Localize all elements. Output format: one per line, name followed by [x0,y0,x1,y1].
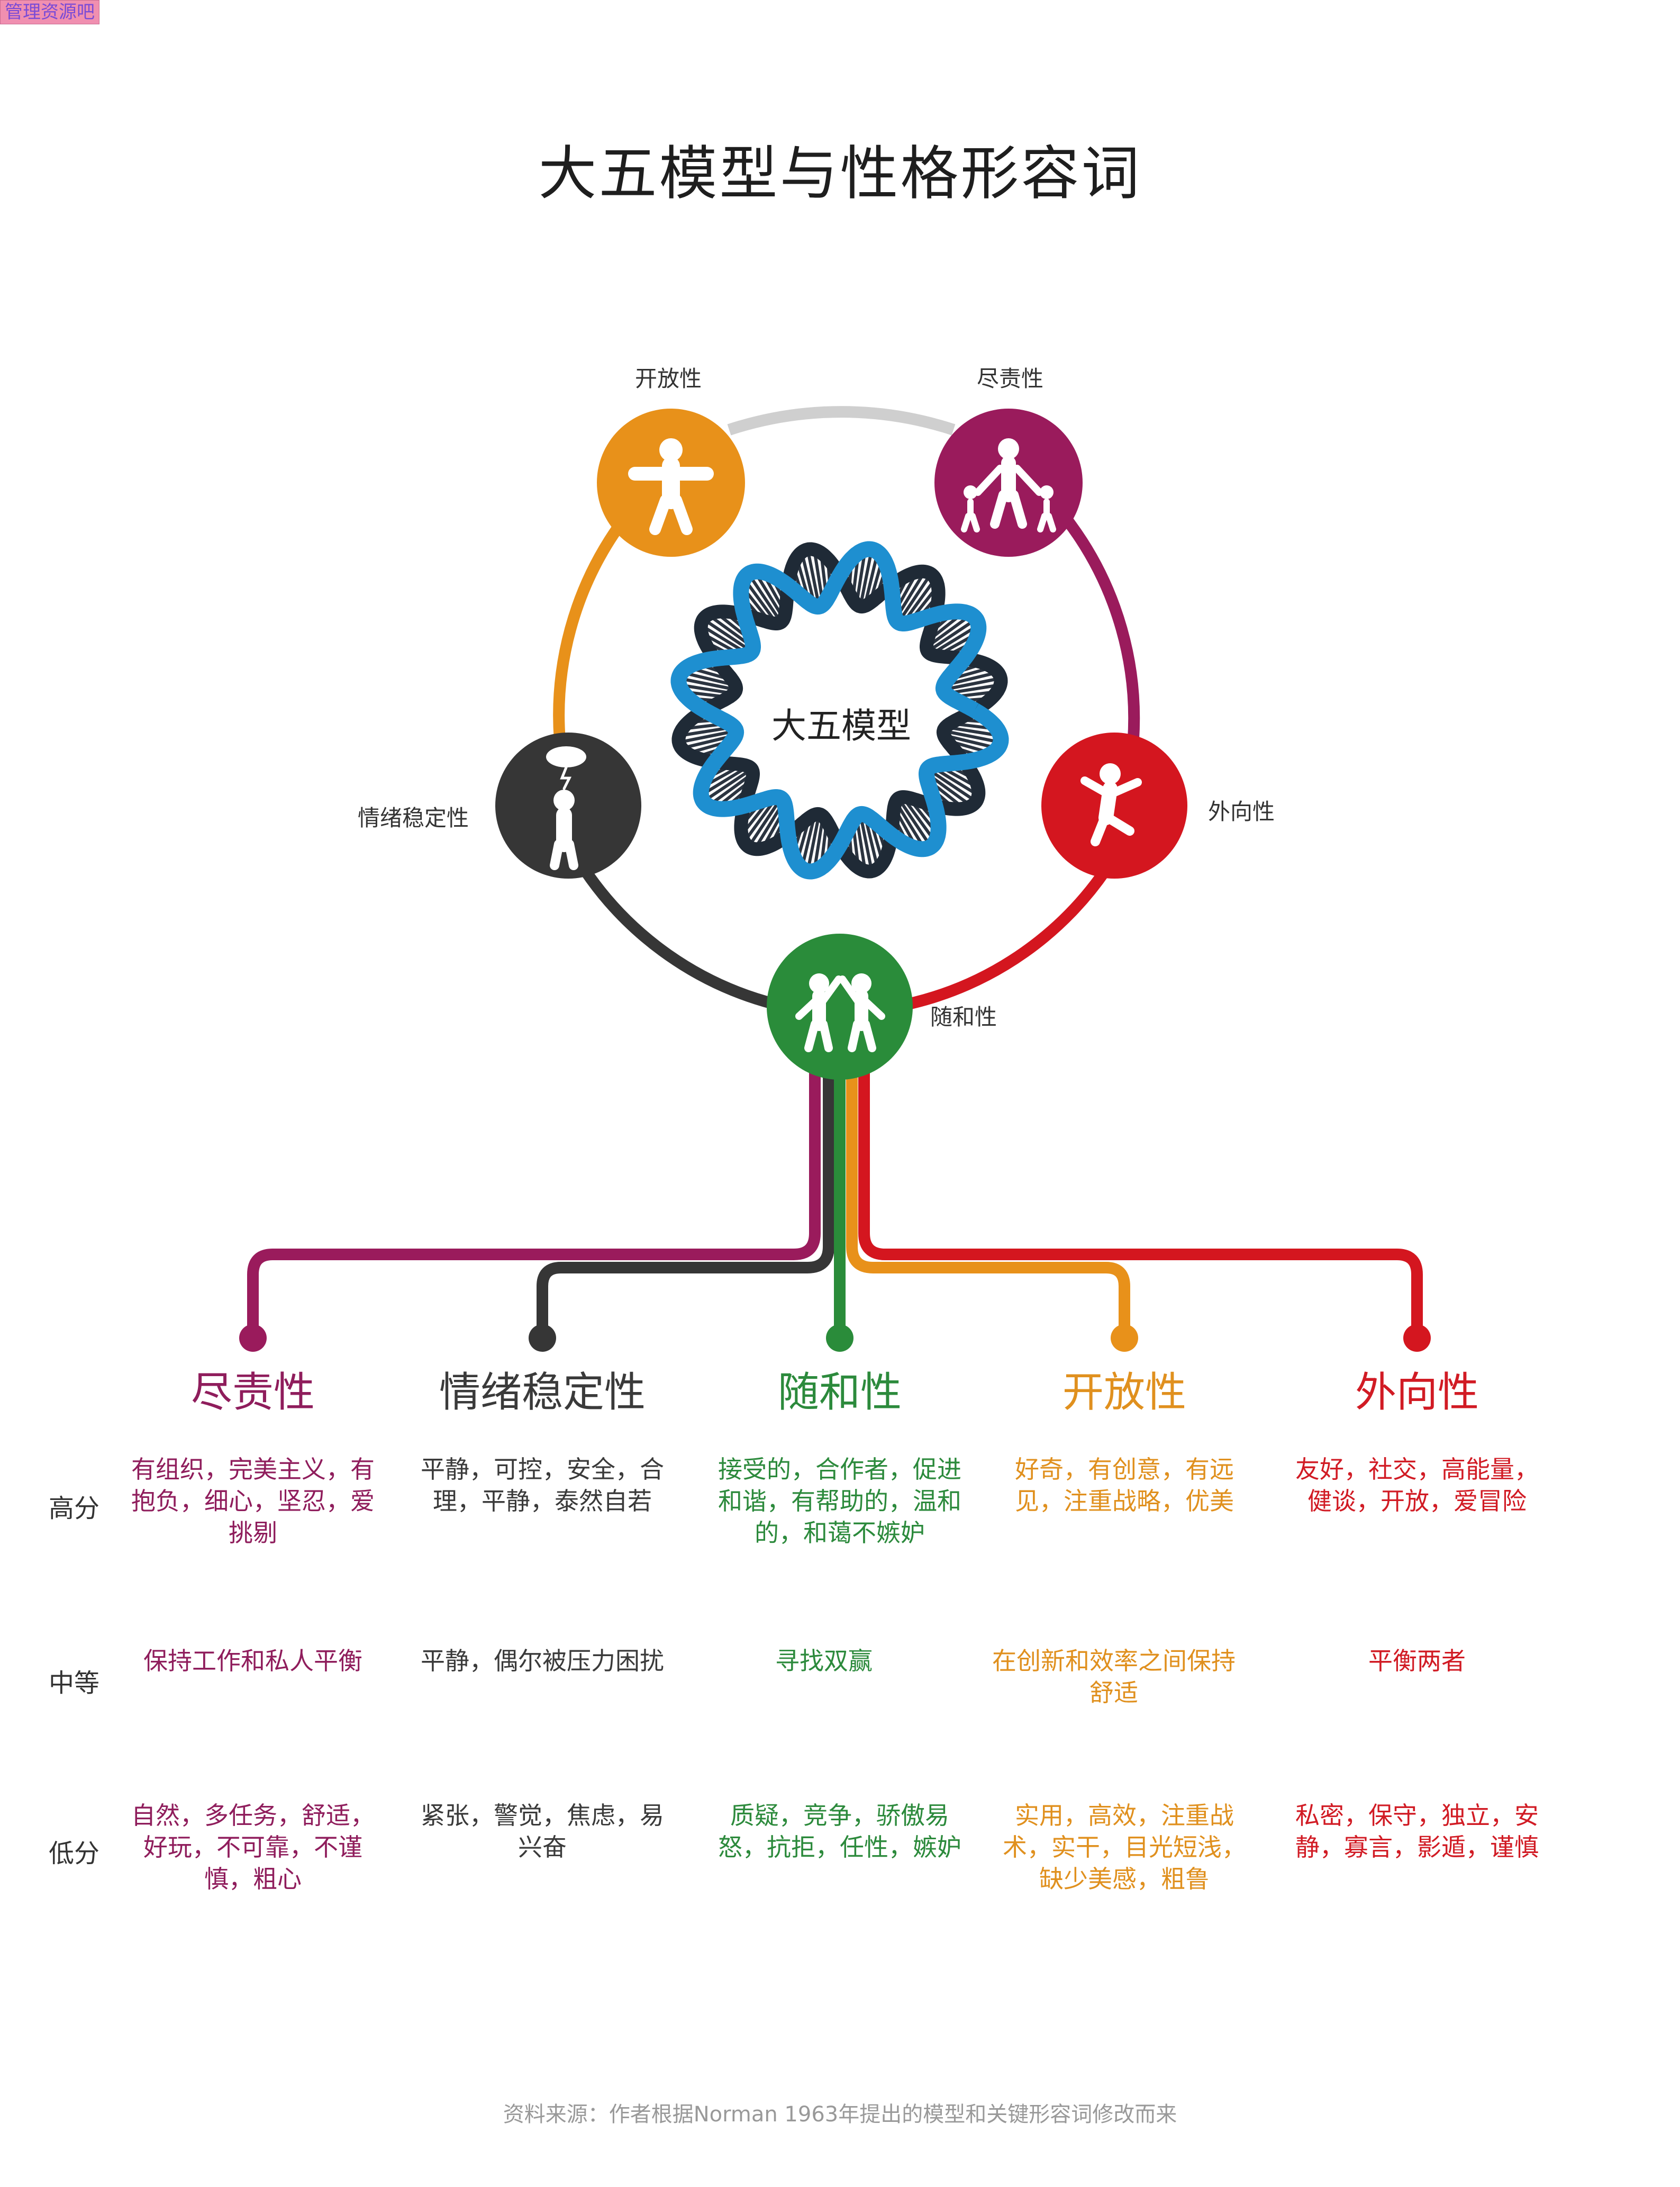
cell-extraversion-low: 私密，保守，独立，安静，寡言，影遁，谨慎 [1295,1801,1539,1861]
branch-conscientiousness [247,1047,821,1332]
dot-conscientiousness [239,1324,267,1352]
row-label-high: 高分 [48,1494,99,1523]
cell-extraversion-high: 友好，社交，高能量，健谈，开放，爱冒险 [1295,1455,1539,1515]
circle-agreeableness [767,934,913,1080]
branch-stability [537,1047,834,1332]
label-conscientiousness: 尽责性 [977,366,1044,392]
circle-conscientiousness [934,409,1083,557]
cell-conscientiousness-mid: 保持工作和私人平衡 [143,1647,362,1675]
high-five-pair-icon [795,973,885,1052]
circle-extraversion [1041,733,1187,879]
dna-rung [943,676,1001,691]
dna-rung [806,549,821,607]
parent-with-children-icon [961,438,1056,532]
open-arms-person-icon [628,438,714,535]
arc-stability [571,854,778,1010]
branch-extraversion [858,1047,1423,1332]
arc-openness [553,515,629,753]
page-title: 大五模型与性格形容词 [538,140,1142,207]
dna-rung [702,767,753,803]
dna-rung [747,797,783,848]
column-head-agreeableness: 随和性 [777,1369,902,1416]
cell-agreeableness-high: 接受的，合作者，促进和谐，有帮助的，温和的，和蔼不嫉妒 [718,1455,961,1547]
jumping-person-icon [1080,763,1142,846]
dot-openness [1111,1324,1138,1352]
cell-openness-high: 好奇，有创意，有远见，注重战略，优美 [1015,1455,1234,1515]
cell-extraversion-mid: 平衡两者 [1368,1647,1466,1675]
column-head-openness: 开放性 [1062,1369,1186,1416]
cell-agreeableness-low: 质疑，竞争，骄傲易怒，抗拒，任性，嫉妒 [718,1801,961,1861]
watermark: 管理资源吧 [0,0,99,24]
row-label-low: 低分 [48,1839,99,1868]
dna-rung [897,573,932,623]
dna-rung [859,549,874,607]
row-label-mid: 中等 [48,1668,99,1698]
column-head-extraversion: 外向性 [1355,1369,1479,1416]
dna-rung [859,814,874,872]
arc-extraversion [904,854,1119,1010]
cell-stability-low: 紧张，警觉，焦虑，易兴奋 [421,1801,664,1861]
dna-rung [927,767,977,803]
label-stability: 情绪稳定性 [358,805,469,831]
column-head-stability: 情绪稳定性 [439,1369,646,1416]
dna-rung [702,618,753,653]
column-head-conscientiousness: 尽责性 [190,1369,315,1416]
cell-agreeableness-mid: 寻找双赢 [775,1647,873,1675]
arc-top [727,406,956,436]
label-agreeableness: 随和性 [930,1004,997,1030]
cell-openness-low: 实用，高效，注重战术，实干，目光短浅，缺少美感，粗鲁 [1003,1801,1246,1893]
dna-rung [678,676,737,691]
branch-openness [846,1047,1130,1332]
dna-rung [943,729,1001,744]
label-extraversion: 外向性 [1208,799,1275,825]
source-note: 资料来源：作者根据Norman 1963年提出的模型和关键形容词修改而来 [503,2102,1177,2127]
dna-rung [897,797,932,848]
dna-rung [747,573,783,623]
center-label: 大五模型 [771,706,911,746]
dot-stability [529,1324,556,1352]
cell-openness-mid: 在创新和效率之间保持舒适 [992,1647,1236,1707]
dot-agreeableness [826,1324,853,1352]
cell-conscientiousness-low: 自然，多任务，舒适，好玩，不可靠，不谨慎，粗心 [131,1801,375,1893]
circle-openness [597,409,745,557]
dna-rung [678,729,737,744]
dna-rung [927,618,977,653]
arc-conscientiousness [1061,515,1140,753]
cell-stability-mid: 平静，偶尔被压力困扰 [421,1647,664,1675]
dna-helix-ring-icon [670,541,1009,880]
cell-stability-high: 平静，可控，安全，合理，平静，泰然自若 [421,1455,664,1515]
dna-strand-blue [670,541,1009,880]
cell-conscientiousness-high: 有组织，完美主义，有抱负，细心，坚忍，爱挑剔 [131,1455,375,1547]
dna-rung [806,814,821,872]
circle-stability [495,733,641,879]
storm-cloud-person-icon [546,746,586,870]
dot-extraversion [1403,1324,1431,1352]
label-openness: 开放性 [635,366,702,392]
